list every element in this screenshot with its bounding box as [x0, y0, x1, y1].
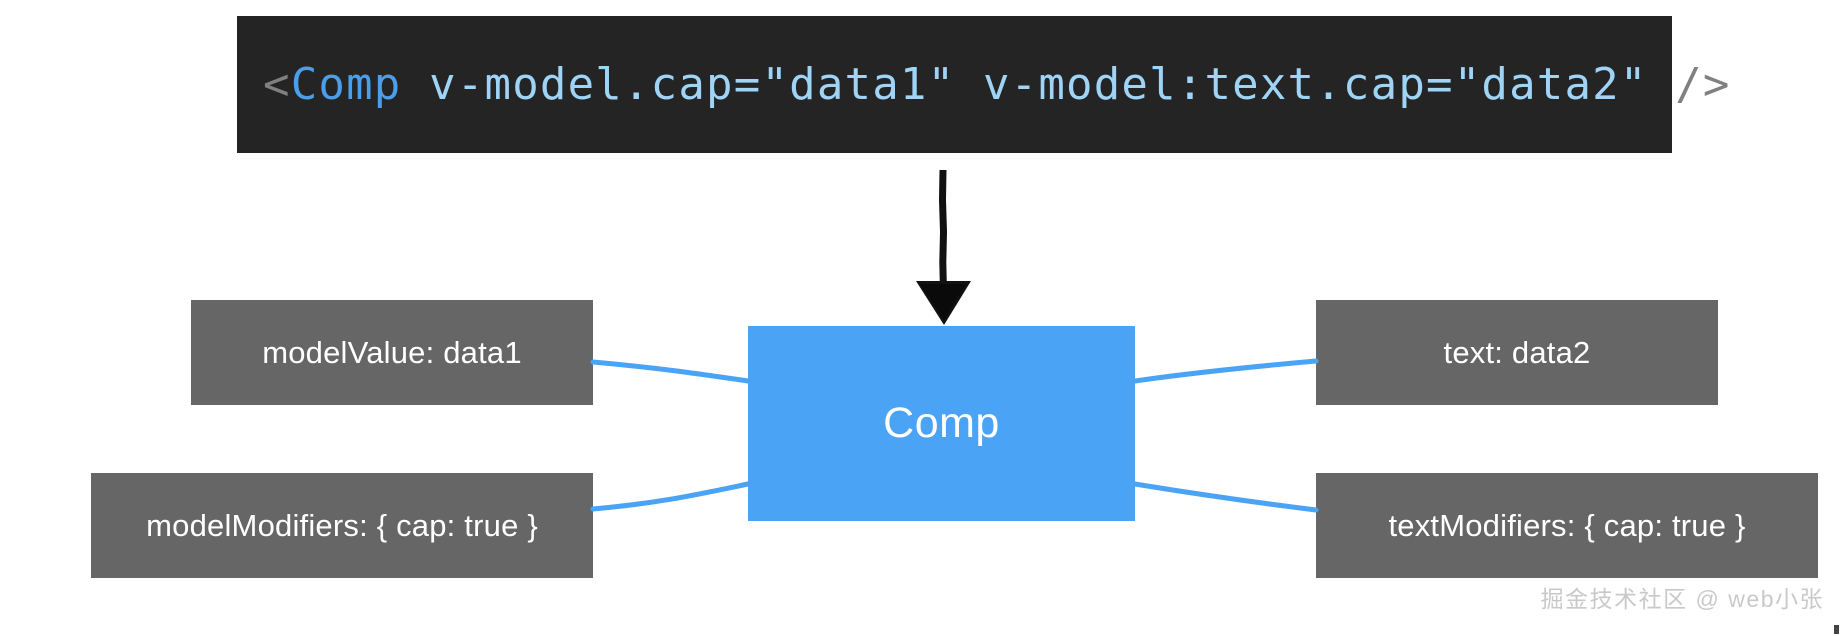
- connector-text: [1132, 358, 1319, 384]
- component-label: Comp: [883, 399, 1000, 447]
- prop-box-model-modifiers: modelModifiers: { cap: true }: [91, 473, 593, 578]
- connector-model-modifiers: [590, 481, 751, 512]
- code-token-open-bracket: <: [263, 58, 291, 110]
- code-snippet-block: <Comp v-model.cap="data1" v-model:text.c…: [237, 16, 1729, 153]
- code-token-self-close: />: [1675, 58, 1731, 110]
- prop-label-model-modifiers: modelModifiers: { cap: true }: [146, 507, 538, 543]
- watermark-text: 掘金技术社区 @ web小张: [1540, 586, 1824, 612]
- code-token-attributes: v-model.cap="data1" v-model:text.cap="da…: [401, 58, 1676, 110]
- corner-marker: [1834, 625, 1839, 634]
- prop-label-text-modifiers: textModifiers: { cap: true }: [1388, 507, 1746, 543]
- code-token-tag-name: Comp: [290, 58, 402, 110]
- prop-box-text: text: data2: [1316, 300, 1718, 405]
- connector-text-modifiers: [1132, 481, 1319, 513]
- connector-model-value: [590, 359, 751, 384]
- component-box: Comp: [748, 326, 1135, 521]
- prop-label-text: text: data2: [1443, 334, 1591, 370]
- prop-box-model-value: modelValue: data1: [191, 300, 593, 405]
- prop-box-text-modifiers: textModifiers: { cap: true }: [1316, 473, 1818, 578]
- code-line: <Comp v-model.cap="data1" v-model:text.c…: [263, 62, 1731, 107]
- flow-arrow-icon: [916, 169, 971, 325]
- prop-label-model-value: modelValue: data1: [262, 334, 522, 370]
